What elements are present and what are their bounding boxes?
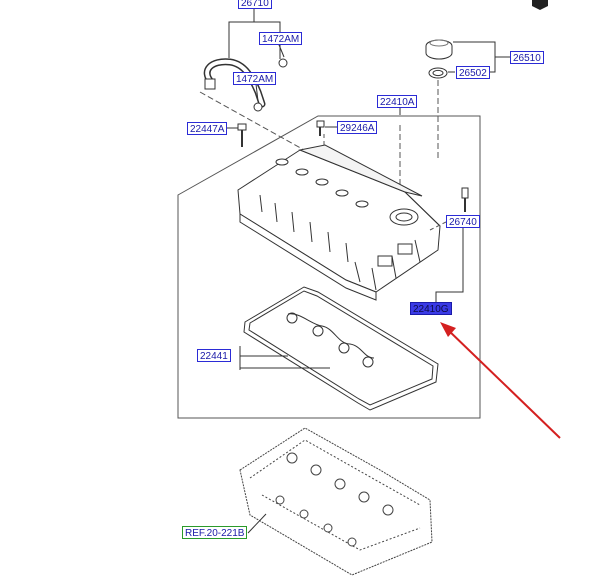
- hose-clamp-top: [278, 58, 288, 68]
- part-label-26510[interactable]: 26510: [510, 51, 544, 64]
- part-label-1472am-top[interactable]: 1472AM: [259, 32, 303, 45]
- part-label-22410g[interactable]: 22410G: [410, 302, 452, 315]
- pointer-arrow: [440, 322, 561, 439]
- reference-label[interactable]: REF.20-221B: [182, 526, 248, 539]
- part-label-26710[interactable]: 26710: [238, 0, 272, 9]
- rocker-cover: [237, 144, 441, 301]
- bolt-22447a: [237, 123, 247, 147]
- cylinder-head: [239, 427, 433, 576]
- hose-clamp-bottom: [253, 102, 263, 112]
- assembly-frame: [177, 115, 481, 419]
- bolt-29246a: [316, 120, 325, 136]
- filler-cap-gasket: [428, 67, 448, 79]
- part-label-26740[interactable]: 26740: [446, 215, 480, 228]
- part-label-22441[interactable]: 22441: [197, 349, 231, 362]
- part-label-1472am-mid[interactable]: 1472AM: [233, 72, 277, 85]
- part-label-22410a[interactable]: 22410A: [377, 95, 418, 108]
- rocker-cover-gasket: [243, 286, 439, 411]
- hose-end-fitting: [204, 78, 216, 90]
- pcv-valve: [461, 187, 469, 212]
- part-label-22447a[interactable]: 22447A: [187, 122, 228, 135]
- part-label-29246a[interactable]: 29246A: [337, 121, 378, 134]
- corner-mark: [532, 0, 548, 10]
- part-label-26502[interactable]: 26502: [456, 66, 490, 79]
